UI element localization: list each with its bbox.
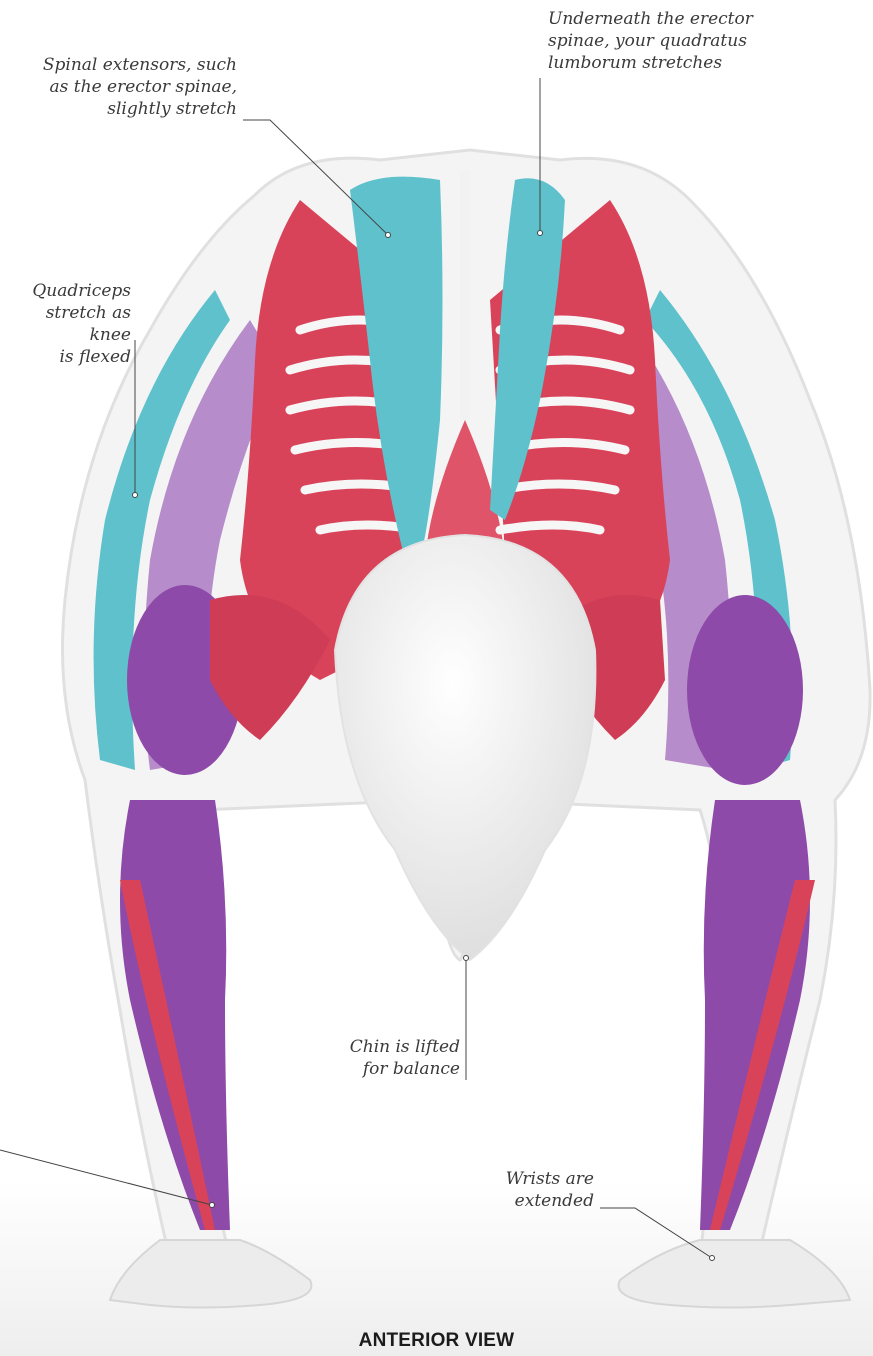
view-title: ANTERIOR VIEW: [0, 1330, 873, 1352]
spinal-extensors-label: Spinal extensors, such as the erector sp…: [43, 54, 237, 120]
head: [335, 535, 595, 960]
quadriceps-label: Quadriceps stretch as knee is flexed: [0, 280, 131, 368]
chin-label: Chin is lifted for balance: [350, 1036, 460, 1080]
quadratus-lumborum-label: Underneath the erector spinae, your quad…: [548, 8, 753, 74]
wrists-label: Wrists are extended: [506, 1168, 594, 1212]
right-gluteal: [687, 595, 803, 785]
